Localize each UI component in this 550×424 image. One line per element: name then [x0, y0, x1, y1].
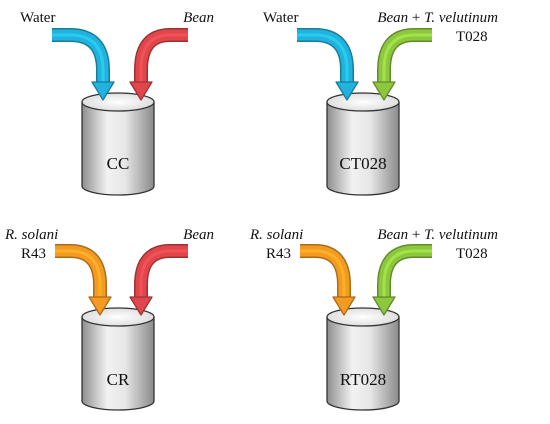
panel-rt028	[300, 244, 432, 411]
bean-arrow-cr-head	[129, 296, 153, 316]
bean-arrow-cr-highlight	[139, 249, 188, 298]
panel-ct028	[297, 28, 432, 196]
container-ct028	[326, 92, 400, 196]
container-cc	[81, 92, 155, 196]
input-label-rsolani-cr: R. solani	[5, 227, 59, 243]
container-label-rt028: RT028	[339, 370, 387, 389]
bean-text: Bean	[377, 10, 409, 26]
bean-trichoderma-arrow-ct028-head	[372, 81, 396, 101]
input-label-bean-cr: Bean	[183, 227, 214, 243]
plus-text: +	[408, 227, 425, 243]
container-label-cr: CR	[106, 370, 130, 389]
input-label-bean-trichoderma-ct028: Bean + T. velutinum	[377, 9, 498, 27]
water-arrow-ct028-head	[335, 81, 359, 101]
input-label-rsolani-rt028: R. solani	[250, 227, 304, 243]
bean-trichoderma-arrow-rt028-head	[372, 296, 396, 316]
bean-trichoderma-arrow-rt028-highlight	[382, 249, 432, 298]
pathogen-arrow-rt028-head	[332, 296, 356, 316]
pathogen-arrow-rt028-highlight	[300, 249, 346, 298]
pathogen-arrow-cr-head	[88, 296, 112, 316]
water-arrow-cc-head	[91, 81, 115, 101]
container-label-ct028: CT028	[339, 154, 387, 173]
plus-text: +	[408, 10, 425, 26]
container-cr	[81, 307, 155, 411]
input-label-bean-cc: Bean	[183, 10, 214, 26]
panel-cc	[52, 28, 188, 196]
input-label-bean-trichoderma-rt028: Bean + T. velutinum	[377, 226, 498, 244]
panel-cr	[55, 244, 188, 411]
container-label-cc: CC	[106, 154, 130, 173]
bean-trichoderma-arrow-ct028-highlight	[382, 33, 432, 83]
input-label-water-ct028: Water	[263, 10, 299, 26]
input-label-t028-ct028: T028	[456, 29, 488, 45]
trichoderma-species-text: T. velutinum	[424, 10, 498, 26]
container-rt028	[326, 307, 400, 411]
bean-arrow-cc-highlight	[139, 33, 188, 83]
input-label-water-cc: Water	[20, 10, 56, 26]
trichoderma-species-text: T. velutinum	[424, 227, 498, 243]
input-label-r43-rt028: R43	[266, 246, 292, 262]
pathogen-arrow-cr-highlight	[55, 249, 102, 298]
bean-text: Bean	[377, 227, 409, 243]
bean-arrow-cc-head	[129, 81, 153, 101]
input-label-r43-cr: R43	[21, 246, 47, 262]
water-arrow-ct028-highlight	[297, 33, 349, 83]
input-label-t028-rt028: T028	[456, 246, 488, 262]
water-arrow-cc-highlight	[52, 33, 105, 83]
